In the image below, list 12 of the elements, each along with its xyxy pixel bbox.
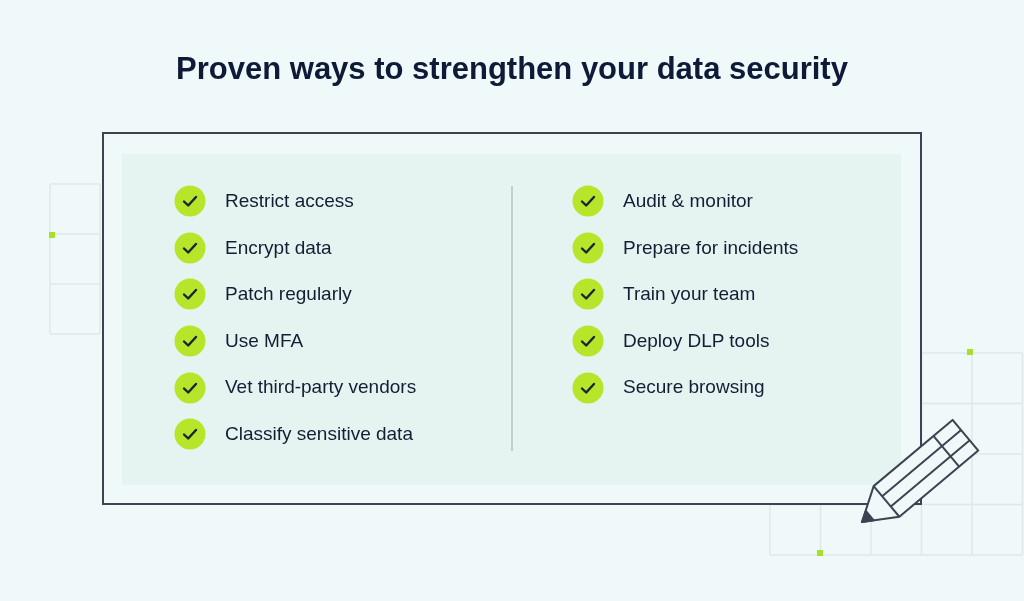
checklist-item: Classify sensitive data	[225, 422, 413, 446]
checklist-item: Train your team	[623, 282, 756, 307]
checklist-item: Deploy DLP tools	[623, 328, 770, 353]
checklist-item: Secure browsing	[623, 375, 765, 400]
checklist-item: Prepare for incidents	[623, 235, 799, 260]
checklist-item: Audit & monitor	[623, 189, 753, 214]
checklist-item: Patch regularly	[225, 282, 352, 307]
checklist-item: Restrict access	[225, 189, 354, 214]
checklist-item: Vet third-party vendors	[225, 375, 417, 400]
title: Proven ways to strengthen your data security	[175, 50, 849, 88]
checklist-item: Encrypt data	[225, 235, 332, 260]
checklist-item: Use MFA	[225, 328, 304, 353]
